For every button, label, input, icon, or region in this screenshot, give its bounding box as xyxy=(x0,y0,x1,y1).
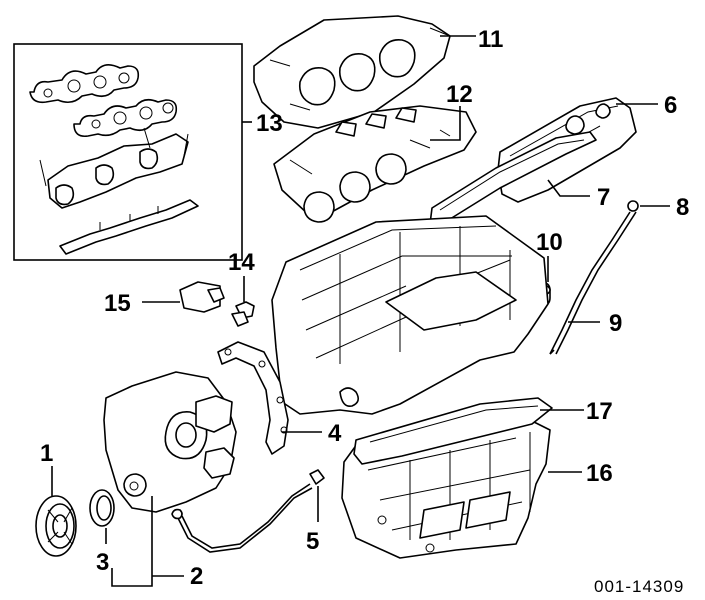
callout-5: 5 xyxy=(306,528,319,555)
callout-14: 14 xyxy=(228,249,255,276)
oil-pan-gasket xyxy=(353,397,553,465)
sensor-harness xyxy=(171,469,325,553)
inset-frame xyxy=(13,43,243,261)
callout-1: 1 xyxy=(40,440,53,467)
upper-intake-manifold xyxy=(253,15,451,129)
lower-intake-manifold xyxy=(273,105,477,223)
callout-12: 12 xyxy=(446,81,473,108)
figure-code: 001-14309 xyxy=(594,577,684,596)
callout-17: 17 xyxy=(586,398,613,425)
callout-7: 7 xyxy=(597,184,610,211)
callout-4: 4 xyxy=(328,420,342,447)
callout-labels: 11 12 13 6 7 8 10 14 15 9 17 4 1 16 5 3 … xyxy=(40,26,689,590)
callout-3: 3 xyxy=(96,549,109,576)
callout-8: 8 xyxy=(676,194,689,221)
leader-7 xyxy=(547,179,590,197)
oil-dipstick xyxy=(549,200,639,355)
callout-11: 11 xyxy=(478,26,503,53)
front-timing-cover xyxy=(103,371,237,513)
callout-2: 2 xyxy=(190,563,203,590)
leader-2 xyxy=(111,496,184,587)
callout-16: 16 xyxy=(586,460,613,487)
engine-block xyxy=(271,215,549,415)
camshaft-sensor xyxy=(231,301,255,327)
callout-15: 15 xyxy=(104,290,131,317)
leader-lines xyxy=(51,35,670,587)
front-cover-gasket xyxy=(217,341,289,455)
callout-6: 6 xyxy=(664,92,677,119)
crank-position-sensor xyxy=(179,281,225,313)
callout-13: 13 xyxy=(256,110,283,137)
gasket-kit-inset xyxy=(13,43,243,261)
crankshaft-seal xyxy=(89,489,115,527)
callout-9: 9 xyxy=(609,310,622,337)
callout-10: 10 xyxy=(536,229,563,256)
crankshaft-pulley xyxy=(35,495,77,557)
leader-12 xyxy=(430,106,461,141)
